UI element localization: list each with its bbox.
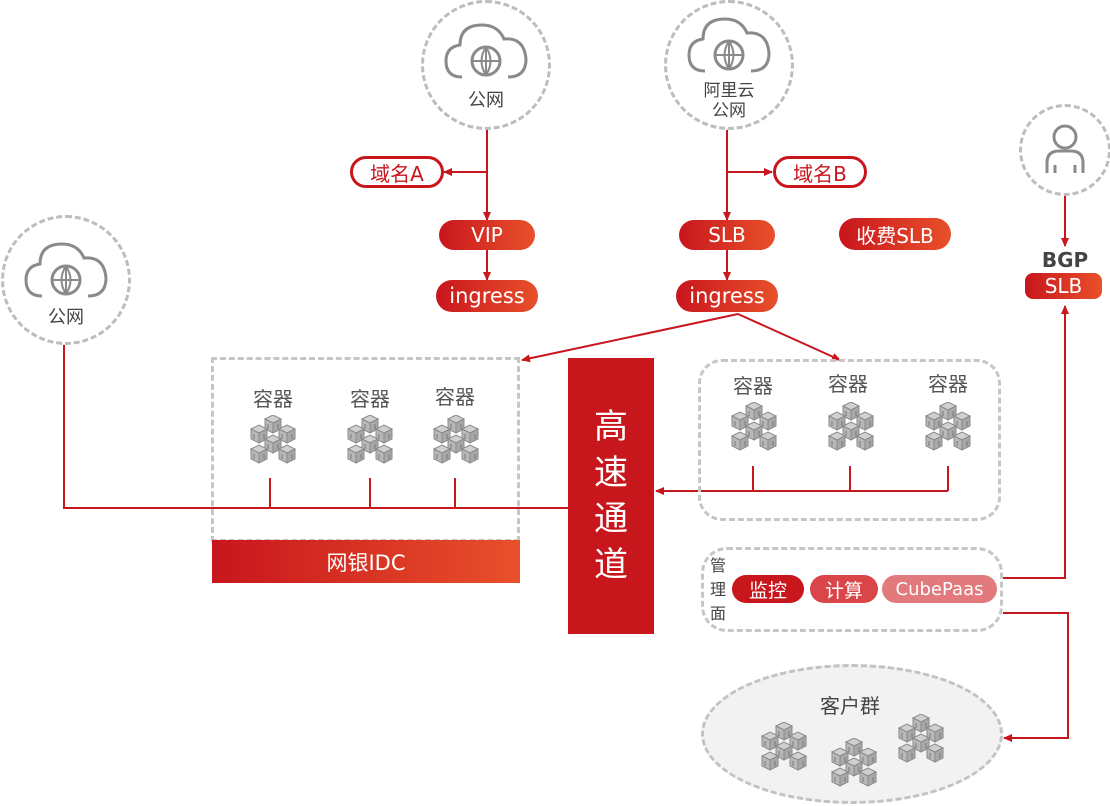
idc-container-label: 容器	[253, 387, 293, 411]
idc-container-label: 容器	[350, 387, 390, 411]
user-node	[1019, 104, 1110, 196]
tunnel-char: 道	[594, 545, 628, 585]
vip-badge: VIP	[439, 220, 535, 250]
idc-container-label: 容器	[435, 385, 475, 409]
user-icon	[1045, 124, 1085, 173]
cloud-cluster-box	[698, 359, 1001, 521]
container-cubes-icon	[432, 415, 480, 464]
container-cubes-icon	[730, 402, 778, 451]
domain-b-badge: 域名B	[773, 156, 867, 188]
billing-slb-badge: 收费SLB	[839, 218, 951, 250]
cloud-container-label: 容器	[928, 372, 968, 396]
domain-a-badge: 域名A	[350, 156, 444, 188]
monitoring-badge: 监控	[732, 575, 804, 603]
aliyun-public-network-node: 阿里云 公网	[664, 0, 794, 130]
tunnel-char: 高	[594, 407, 628, 447]
container-cubes-icon	[760, 722, 808, 771]
ingress-left-badge: ingress	[436, 280, 538, 312]
ingress-right-badge: ingress	[676, 280, 778, 312]
customer-group-ellipse	[701, 664, 1003, 804]
left-public-network-node: 公网	[1, 215, 131, 345]
public-network-label: 公网	[468, 90, 504, 111]
cubepaas-badge: CubePaas	[882, 575, 997, 603]
aliyun-label-line2: 公网	[712, 101, 746, 121]
public-network-node: 公网	[421, 0, 551, 130]
container-cubes-icon	[827, 402, 875, 451]
compute-badge: 计算	[810, 575, 878, 603]
high-speed-tunnel: 高 速 通 道	[568, 358, 654, 634]
container-cubes-icon	[346, 415, 394, 464]
container-cubes-icon	[924, 402, 972, 451]
cloud-container-label: 容器	[733, 374, 773, 398]
cloud-globe-icon	[444, 23, 528, 79]
container-cubes-icon	[249, 415, 297, 464]
cloud-globe-icon	[687, 17, 771, 73]
customer-group-label: 客户群	[820, 694, 880, 718]
slb-badge: SLB	[679, 220, 775, 250]
bgp-slb-badge: SLB	[1025, 273, 1102, 299]
management-char: 面	[709, 604, 726, 623]
cloud-container-label: 容器	[828, 372, 868, 396]
management-char: 理	[709, 580, 726, 599]
aliyun-label-line1: 阿里云	[703, 81, 755, 101]
tunnel-char: 速	[594, 453, 628, 493]
tunnel-char: 通	[594, 499, 628, 539]
container-cubes-icon	[830, 738, 878, 787]
idc-bar: 网银IDC	[212, 540, 520, 583]
left-public-network-label: 公网	[48, 307, 84, 328]
bgp-label: BGP	[1041, 248, 1089, 272]
management-plane-box	[701, 547, 1003, 632]
management-char: 管	[709, 556, 726, 575]
cloud-globe-icon	[24, 242, 108, 298]
container-cubes-icon	[897, 714, 945, 763]
